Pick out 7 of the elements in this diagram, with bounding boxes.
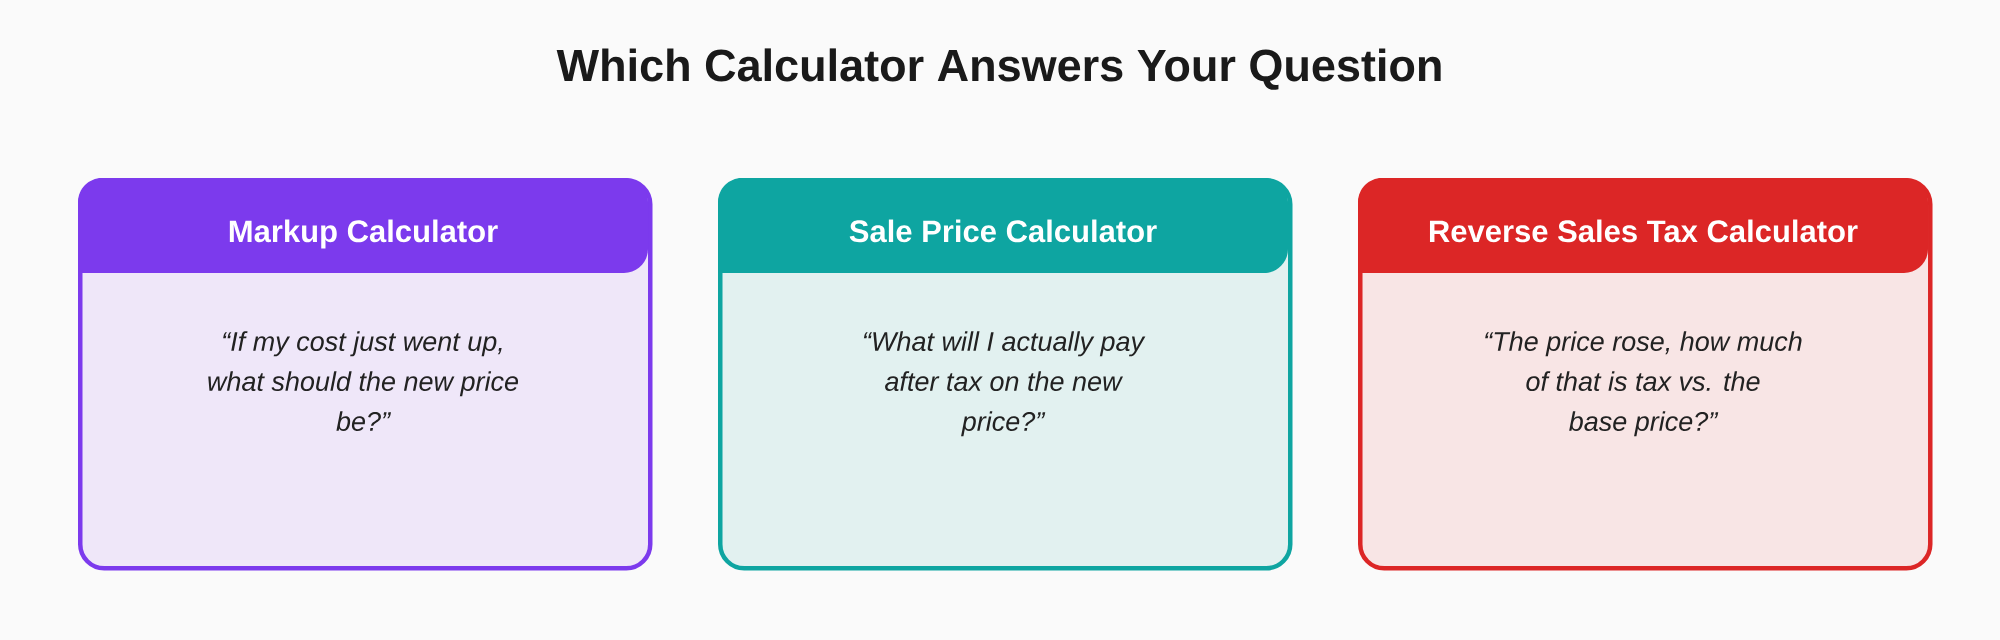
title: Which Calculator Answers Your Question <box>556 48 1441 90</box>
quote-text: “The price rose, how much of that is tax vs. the base price?” <box>1485 331 1802 437</box>
card-header: Markup Calculator <box>78 178 648 273</box>
quote-text: “If my cost just went up, what should the new price be?” <box>208 331 519 432</box>
card-header: Reverse Sales Tax Calculator <box>1358 178 1928 273</box>
card-header: Sale Price Calculator <box>718 178 1288 273</box>
quote-text: “What will I actually pay after tax on the new price?” <box>863 331 1146 437</box>
